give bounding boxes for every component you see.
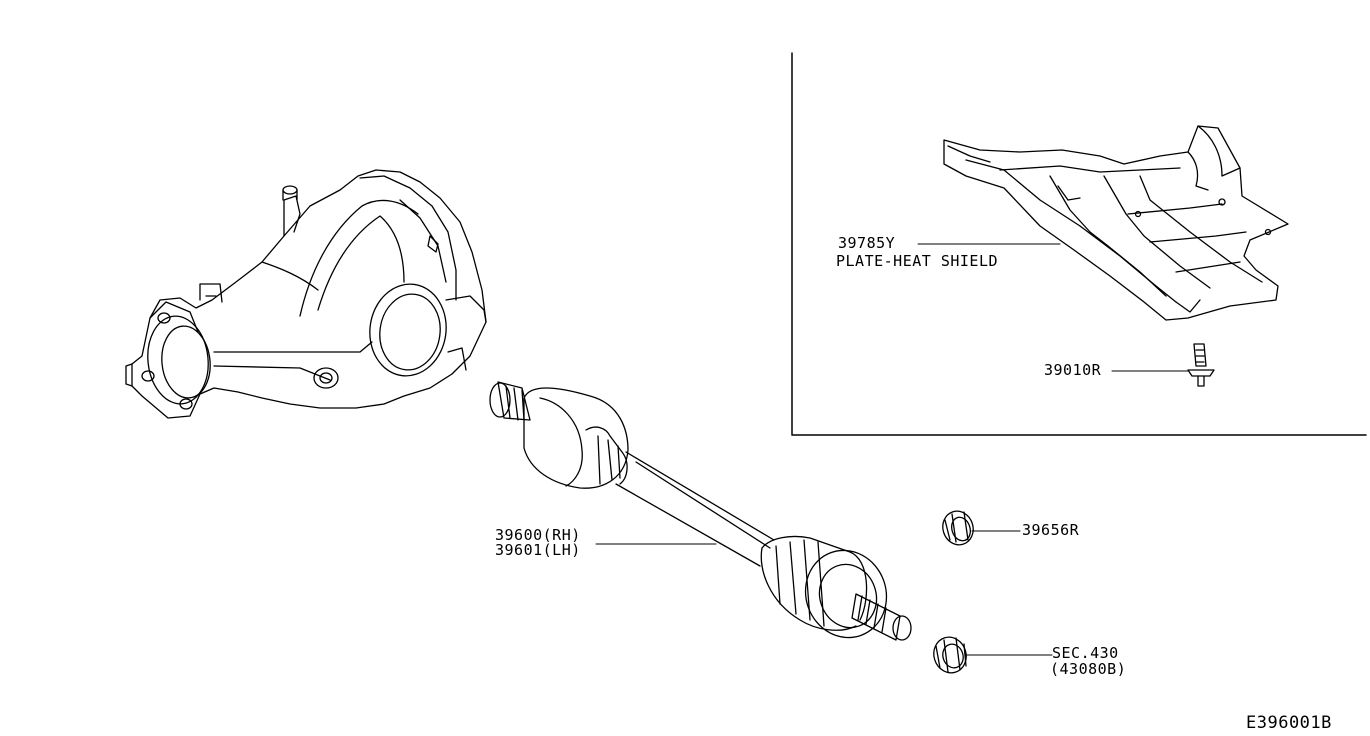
heat-shield-part	[943, 125, 1289, 321]
snap-ring-part	[942, 510, 974, 546]
nut-part-ref: (43080B)	[1050, 660, 1127, 678]
heat-shield-part-name: PLATE-HEAT SHIELD	[836, 252, 999, 270]
shaft-rh-part-number: 39600(RH)	[495, 526, 581, 544]
figure-code: E396001B	[1246, 713, 1332, 733]
ring-part-number: 39656R	[1022, 521, 1080, 539]
heat-shield-part-number: 39785Y	[838, 234, 896, 252]
clip-part	[1187, 343, 1215, 387]
axle-nut-part	[933, 636, 967, 674]
shaft-lh-part-number: 39601(LH)	[495, 541, 581, 559]
differential-carrier	[125, 169, 487, 419]
drive-shaft-assembly	[489, 381, 912, 641]
clip-part-number: 39010R	[1044, 361, 1102, 379]
inset-frame	[791, 52, 1367, 436]
nut-section-ref: SEC.430	[1052, 644, 1119, 662]
